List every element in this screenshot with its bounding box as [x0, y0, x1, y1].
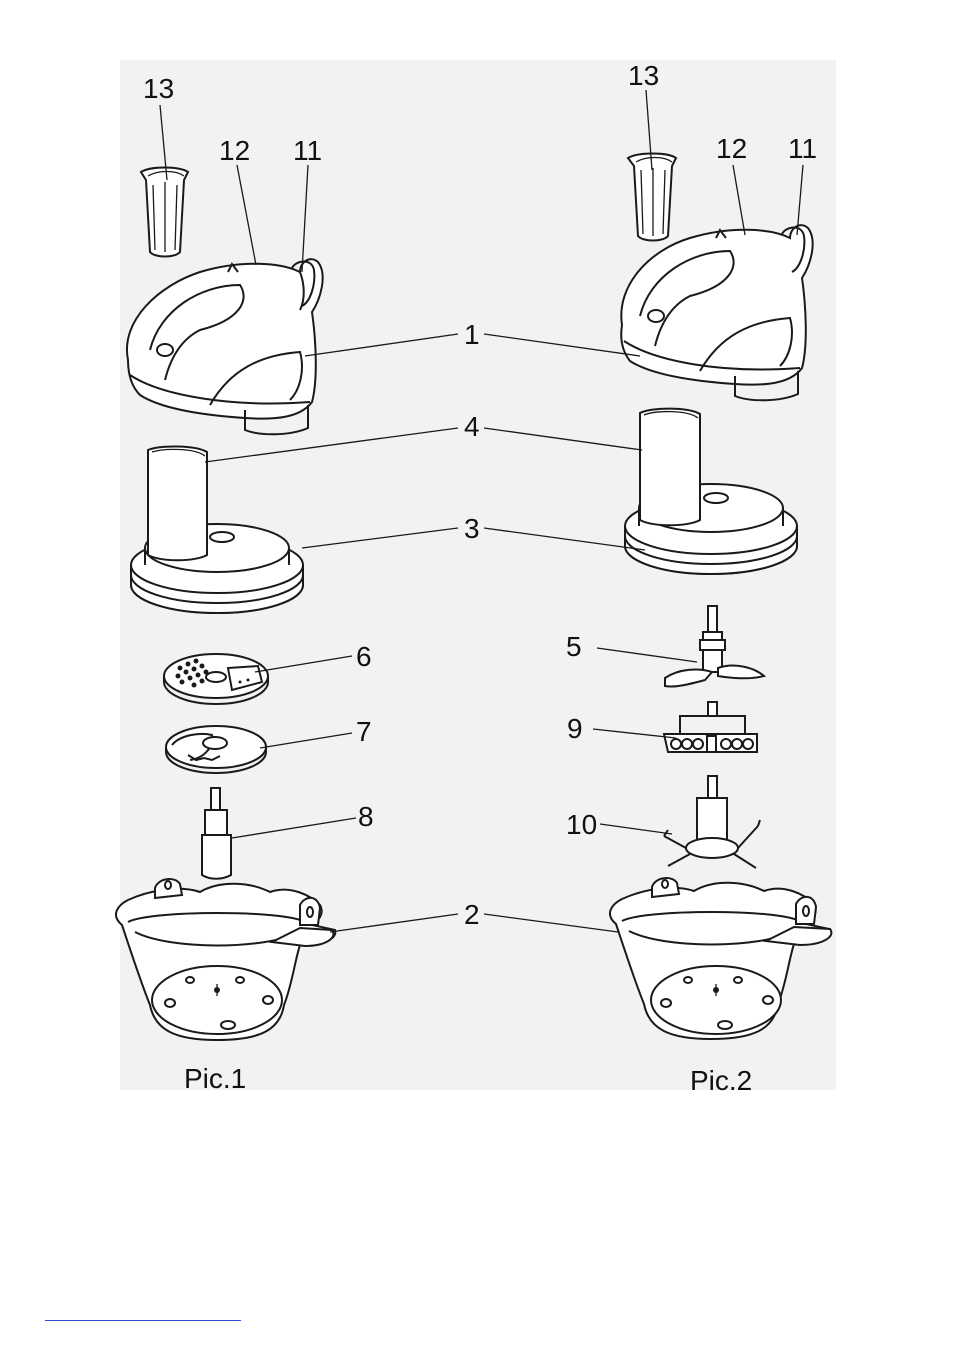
- pic2-whisk: [664, 776, 760, 868]
- pic2-lid: [621, 225, 812, 400]
- label-4: 4: [464, 411, 480, 442]
- pic2-chopping-blade: [665, 606, 764, 687]
- pic1-slicing-disc: [166, 726, 266, 773]
- label-12-right: 12: [716, 133, 747, 164]
- label-13-left: 13: [143, 73, 174, 104]
- pic1-feed-cover: [131, 446, 303, 613]
- pic1-assembly: [116, 168, 335, 1041]
- pic1-bowl: [116, 879, 335, 1040]
- pic2-feed-cover: [625, 409, 797, 574]
- label-3: 3: [464, 513, 480, 544]
- caption-pic2: Pic.2: [690, 1065, 752, 1096]
- label-6: 6: [356, 641, 372, 672]
- label-2: 2: [464, 899, 480, 930]
- label-5: 5: [566, 631, 582, 662]
- label-11-left: 11: [293, 135, 322, 166]
- pic1-grating-disc: [164, 654, 268, 704]
- pic2-assembly: [610, 154, 831, 1040]
- label-9: 9: [567, 713, 583, 744]
- label-10: 10: [566, 809, 597, 840]
- pic1-drive-shaft: [202, 788, 231, 879]
- label-13-right: 13: [628, 60, 659, 91]
- label-1: 1: [464, 319, 480, 350]
- pic2-kneading-tool: [664, 702, 757, 752]
- pic2-bowl: [610, 878, 831, 1039]
- label-11-right: 11: [788, 133, 817, 164]
- pic1-pusher: [141, 168, 188, 257]
- footer-rule: [45, 1320, 241, 1321]
- label-7: 7: [356, 716, 372, 747]
- label-8: 8: [358, 801, 374, 832]
- label-12-left: 12: [219, 135, 250, 166]
- caption-pic1: Pic.1: [184, 1063, 246, 1094]
- pic1-lid: [127, 259, 323, 434]
